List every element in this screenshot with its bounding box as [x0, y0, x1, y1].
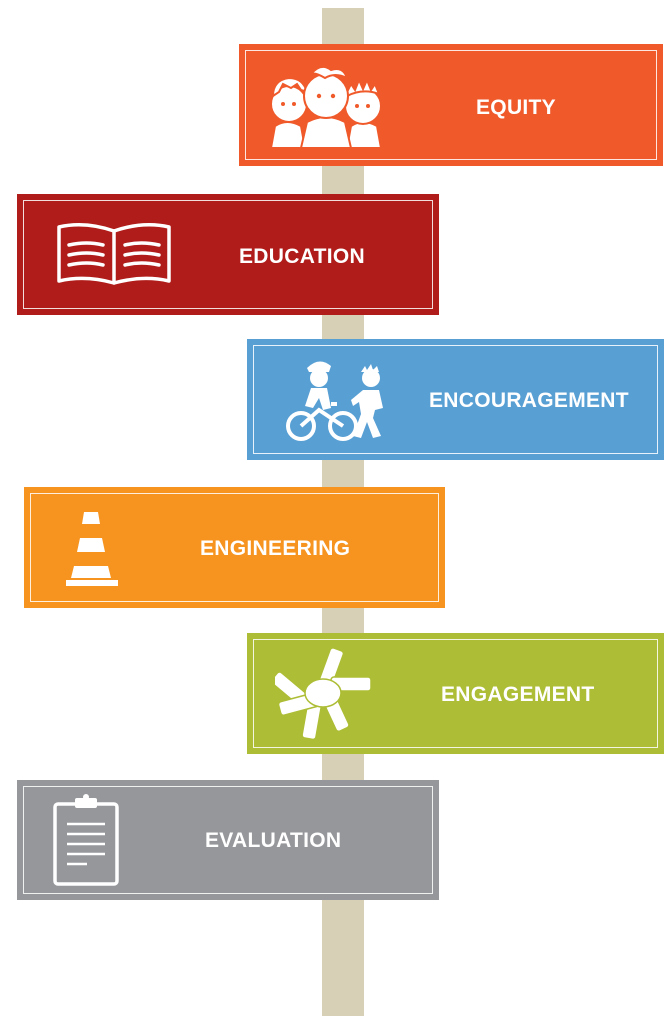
sign-engagement: ENGAGEMENT: [247, 633, 664, 754]
children-faces-icon: [267, 62, 385, 148]
open-book-icon: [55, 223, 173, 287]
sign-border: [245, 50, 657, 160]
sign-evaluation: EVALUATION: [17, 780, 439, 900]
sign-border: [23, 786, 433, 894]
sign-encouragement: ENCOURAGEMENT: [247, 339, 664, 460]
sign-label-engineering: ENGINEERING: [200, 537, 351, 560]
sign-border: [30, 493, 439, 602]
joined-hands-icon: [275, 647, 371, 741]
sign-border: [253, 345, 658, 454]
clipboard-icon: [51, 794, 121, 886]
sign-label-encouragement: ENCOURAGEMENT: [429, 389, 629, 412]
traffic-cone-icon: [64, 512, 120, 588]
sign-education: EDUCATION: [17, 194, 439, 315]
sign-label-equity: EQUITY: [476, 96, 556, 119]
sign-equity: EQUITY: [239, 44, 663, 166]
sign-label-engagement: ENGAGEMENT: [441, 683, 595, 706]
sign-label-evaluation: EVALUATION: [205, 829, 342, 852]
sign-border: [253, 639, 658, 748]
sign-label-education: EDUCATION: [239, 245, 365, 268]
sign-engineering: ENGINEERING: [24, 487, 445, 608]
sign-border: [23, 200, 433, 309]
kids-biking-walking-icon: [283, 354, 393, 442]
